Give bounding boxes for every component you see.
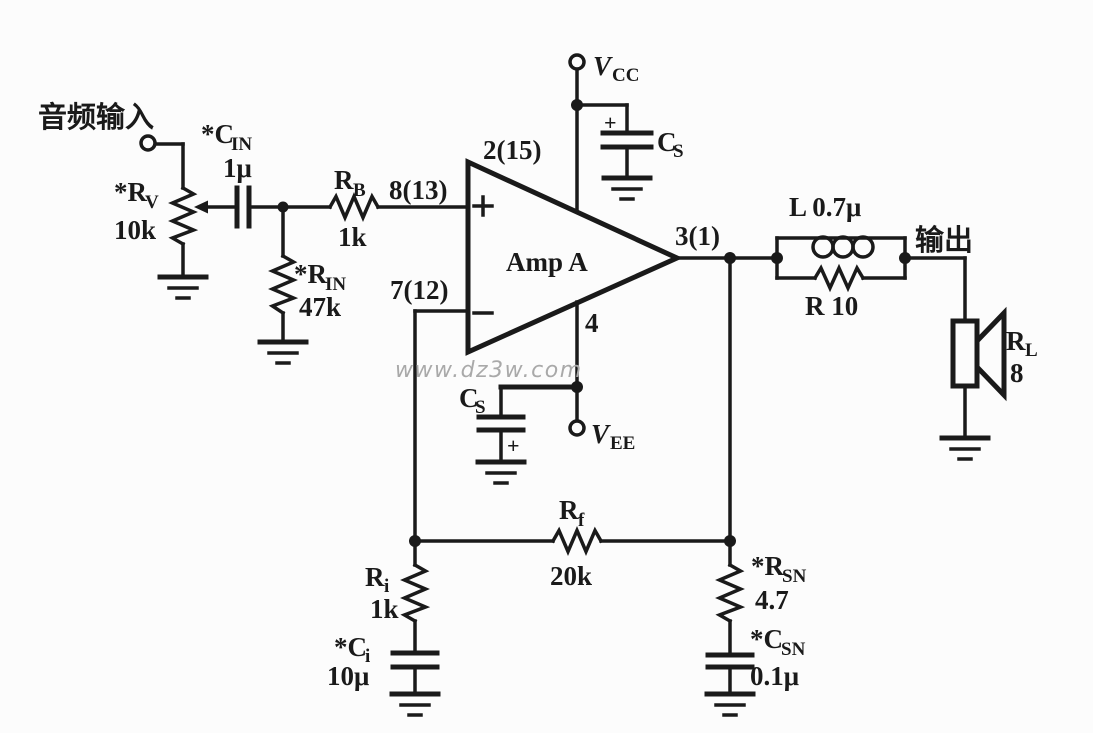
svg-text:i: i [365,646,370,667]
csn-label: *C SN 0.1μ [750,624,806,691]
capacitor-cin [234,185,252,229]
svg-text:S: S [475,397,486,418]
svg-text:C: C [657,127,677,157]
svg-text:SN: SN [781,639,806,660]
svg-text:*R: *R [114,177,148,207]
svg-text:V: V [145,192,159,213]
ci-label: *C i 10μ [327,632,370,691]
svg-text:R: R [559,495,579,525]
opamp-name-label: Amp A [506,247,588,277]
r-value: R 10 [805,291,858,321]
resistor-rf [550,526,604,556]
capacitor-cs-bottom [476,414,526,433]
inductor-l [811,235,875,259]
audio-input-label: 音频输入 [38,100,154,134]
resistor-rin [268,253,299,316]
potentiometer-rv [168,185,199,247]
ground-rin-icon [257,339,309,365]
svg-text:V: V [593,51,613,81]
l-value: L 0.7μ [789,192,861,222]
ci-value: 10μ [327,661,369,691]
opamp-triangle [465,158,684,356]
csn-value: 0.1μ [750,661,799,691]
svg-text:IN: IN [231,134,252,155]
svg-text:V: V [591,419,611,449]
vee-label: V EE [591,419,635,454]
speaker-rl [950,306,1007,402]
rf-value: 20k [550,561,592,591]
rf-label: R f 20k [550,495,592,591]
cs-top-polarity: + [604,110,617,135]
svg-text:R: R [1006,326,1026,356]
cin-value: 1μ [223,153,252,183]
svg-text:C: C [459,383,479,413]
svg-text:EE: EE [610,433,635,454]
ground-ci-icon [389,691,441,717]
rin-label: *R IN 47k [294,259,346,322]
svg-text:*C: *C [201,119,234,149]
svg-text:i: i [384,576,389,597]
resistor-r-filter [812,263,866,293]
rl-label: R L 8 [1006,326,1038,388]
rb-label: R B 1k [334,165,367,252]
rin-value: 47k [299,292,341,322]
ground-csn-icon [704,691,756,717]
pin-bottom-label: 4 [585,308,599,338]
svg-text:*C: *C [750,624,783,654]
rb-value: 1k [338,222,367,252]
opamp-pin-labels: 8(13) 2(15) 7(12) 4 3(1) [389,135,720,338]
resistor-ri [400,562,431,624]
svg-text:IN: IN [325,274,346,295]
cs-bottom-label: C S + [459,383,520,458]
svg-text:*C: *C [334,632,367,662]
rsn-label: *R SN 4.7 [751,551,807,615]
svg-text:*R: *R [294,259,328,289]
pin-inverting-label: 7(12) [390,275,448,305]
rl-value: 8 [1010,358,1024,388]
svg-text:*R: *R [751,551,785,581]
svg-text:L: L [1025,340,1038,361]
vcc-label: V CC [593,51,639,86]
potentiometer-wiper-arrow-icon [194,200,208,214]
pin-output-label: 3(1) [675,221,720,251]
resistor-rsn [715,562,746,624]
capacitor-cs-top [600,130,654,150]
svg-text:SN: SN [782,566,807,587]
noninverting-plus-icon [472,195,494,217]
ri-value: 1k [370,594,399,624]
svg-text:CC: CC [612,65,639,86]
resistor-rb [327,192,381,222]
rv-value: 10k [114,215,156,245]
svg-text:f: f [578,510,585,531]
pin-top-label: 2(15) [483,135,541,165]
svg-text:S: S [673,141,684,162]
cs-top-label: C S + [604,110,684,162]
watermark: www.dz3w.com [395,358,583,383]
svg-text:B: B [353,180,366,201]
pin-noninverting-label: 8(13) [389,175,447,205]
cin-label: *C IN 1μ [201,119,252,183]
ground-cs-bottom-icon [475,459,527,485]
ri-label: R i 1k [365,562,399,624]
audio-input-terminal [139,134,157,152]
cs-bottom-polarity: + [507,433,520,458]
rv-label: *R V 10k [114,177,159,245]
capacitor-ci [390,650,440,670]
junction-dots [277,99,911,547]
svg-text:R: R [365,562,385,592]
rsn-value: 4.7 [755,585,789,615]
capacitor-csn [705,652,755,670]
output-label: 输出 [915,223,973,257]
ground-rv-icon [157,274,209,300]
vcc-terminal [568,53,586,71]
svg-text:R: R [334,165,354,195]
ground-speaker-icon [939,435,991,461]
vee-terminal [568,419,586,437]
ground-cs-top-icon [601,175,653,201]
